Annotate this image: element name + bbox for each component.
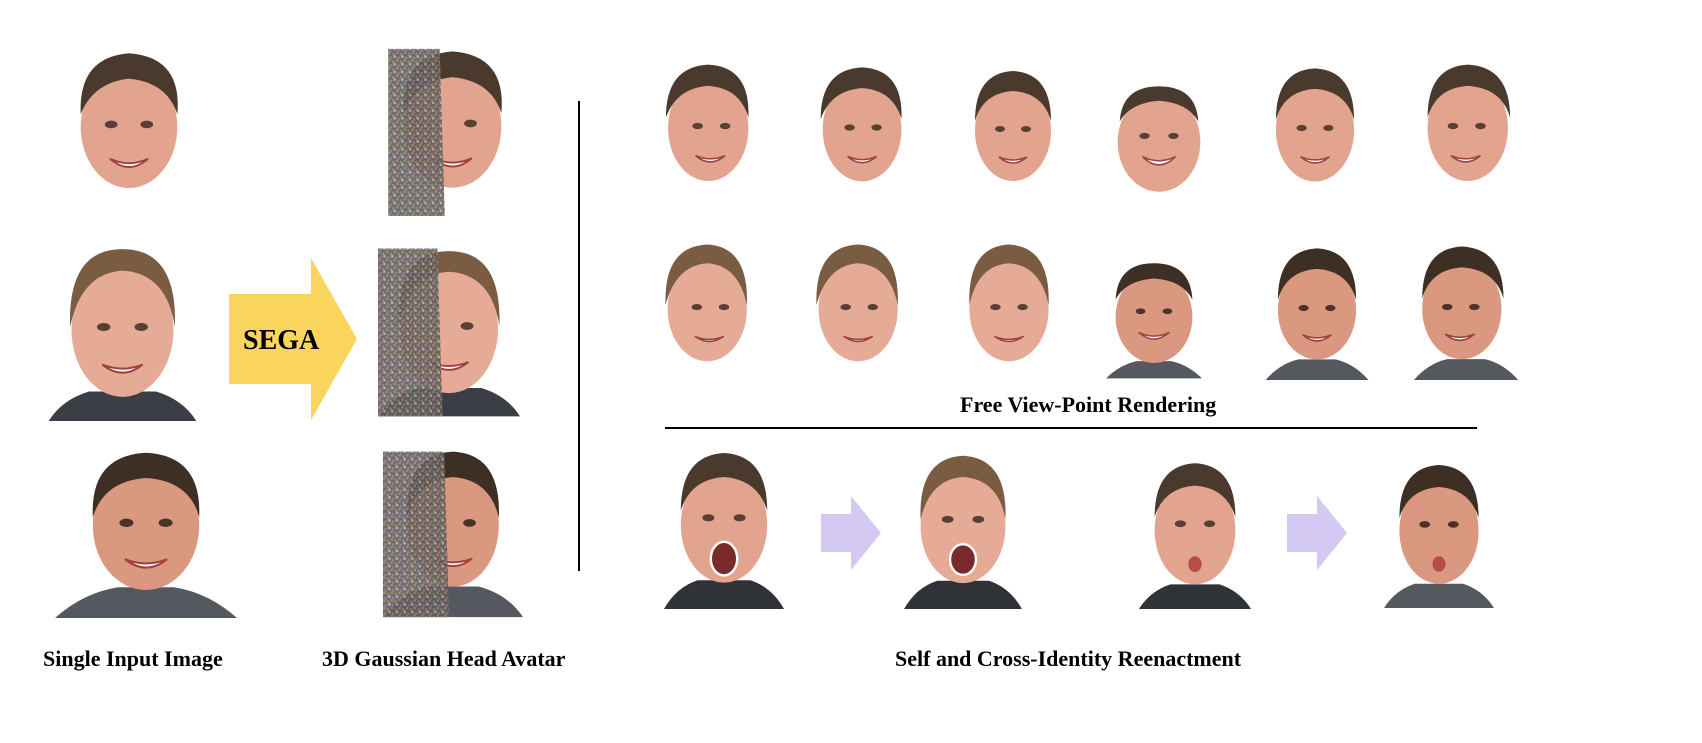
view-man1-4 xyxy=(1105,76,1213,200)
input-face-man-2 xyxy=(55,436,237,618)
reenact-arrow-1 xyxy=(821,496,881,570)
reenact-arrow-2 xyxy=(1287,496,1347,570)
sega-arrow xyxy=(229,258,357,420)
view-man1-6 xyxy=(1417,52,1527,200)
reenact-source-man1-pucker xyxy=(1138,452,1252,609)
view-man1-3 xyxy=(963,58,1063,200)
input-face-man-1 xyxy=(65,38,193,216)
caption-avatar: 3D Gaussian Head Avatar xyxy=(322,646,566,671)
view-man2-3 xyxy=(1412,234,1520,380)
view-woman-1 xyxy=(646,232,756,378)
caption-single-input: Single Input Image xyxy=(43,646,223,671)
view-man2-2 xyxy=(1263,236,1371,380)
avatar-face-man-1 xyxy=(385,36,520,216)
vertical-divider xyxy=(578,101,580,571)
view-woman-2 xyxy=(800,232,908,378)
input-face-woman xyxy=(45,233,200,421)
reenact-target-man2 xyxy=(1384,453,1494,609)
view-man1-1 xyxy=(650,52,758,200)
view-woman-3 xyxy=(954,232,1064,378)
caption-reenactment: Self and Cross-Identity Reenactment xyxy=(895,646,1242,671)
sega-label: SEGA xyxy=(243,325,320,356)
reenact-source-man1 xyxy=(662,441,786,609)
view-man1-2 xyxy=(808,55,912,200)
avatar-face-man-2 xyxy=(383,437,523,619)
caption-free-view: Free View-Point Rendering xyxy=(960,392,1217,417)
view-man2-1 xyxy=(1106,252,1202,380)
reenact-target-woman xyxy=(904,444,1022,609)
view-man1-5 xyxy=(1263,56,1367,200)
avatar-face-woman xyxy=(378,233,520,419)
horizontal-divider xyxy=(665,427,1477,429)
